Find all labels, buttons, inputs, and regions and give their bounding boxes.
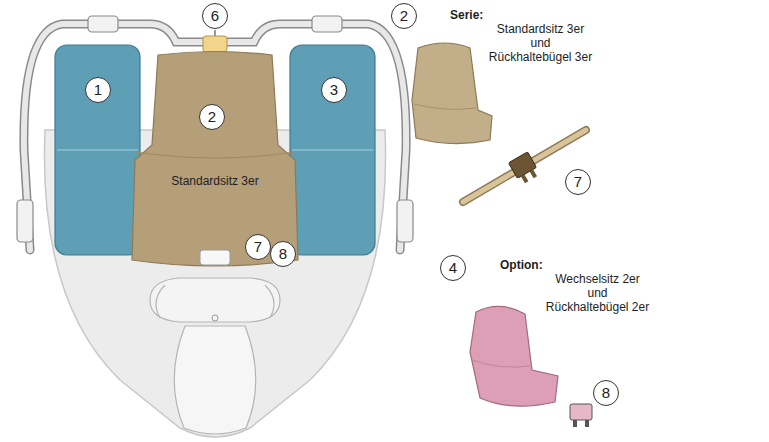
callout-number: 4 xyxy=(440,255,466,281)
restraint-bar-2 xyxy=(570,404,592,427)
seat-seam xyxy=(57,149,138,151)
seat-seam xyxy=(472,360,530,367)
bar-clamp xyxy=(203,36,227,52)
standard-seat-illustration xyxy=(412,43,492,144)
callout-number: 7 xyxy=(565,169,591,195)
restraint-bar-3 xyxy=(463,130,586,202)
callout-number: 8 xyxy=(593,380,619,406)
bar-bracket xyxy=(508,152,540,186)
console xyxy=(174,326,256,434)
description-text: Standardsitz 3er und Rückhaltebügel 3er xyxy=(488,22,593,64)
seat-shape xyxy=(130,50,300,270)
callout-number: 2 xyxy=(199,104,225,130)
callout-number: 8 xyxy=(270,241,296,267)
bar-grip xyxy=(312,16,342,32)
callout-number: 3 xyxy=(321,77,347,103)
bar-mount xyxy=(200,250,230,265)
callout-number: 1 xyxy=(85,77,111,103)
bar-grip xyxy=(88,16,118,32)
console-dot xyxy=(212,315,218,321)
option-seat-illustration xyxy=(470,306,558,406)
side-seat xyxy=(55,45,140,255)
leader-line xyxy=(215,30,216,36)
seat-seam xyxy=(136,152,294,158)
bar-grip xyxy=(397,200,413,242)
seat-outline xyxy=(132,52,298,267)
heading-label: Option: xyxy=(500,258,543,272)
callout-number: 7 xyxy=(245,234,271,260)
callout-number: 2 xyxy=(391,3,417,29)
heading-label: Serie: xyxy=(450,8,483,22)
seat-seam xyxy=(292,149,373,151)
bar-grip xyxy=(17,200,33,242)
restraint-bar-3 xyxy=(463,130,586,202)
handlebar-arm xyxy=(156,285,274,318)
seat-seam xyxy=(414,104,476,109)
seat-label: Standardsitz 3er xyxy=(130,174,300,188)
side-seat xyxy=(290,45,375,255)
description-text: Wechselsitz 2er und Rückhaltebügel 2er xyxy=(545,272,650,314)
callout-number: 6 xyxy=(202,3,228,29)
standard-seat: Standardsitz 3er xyxy=(130,50,300,270)
handlebar xyxy=(150,278,280,322)
